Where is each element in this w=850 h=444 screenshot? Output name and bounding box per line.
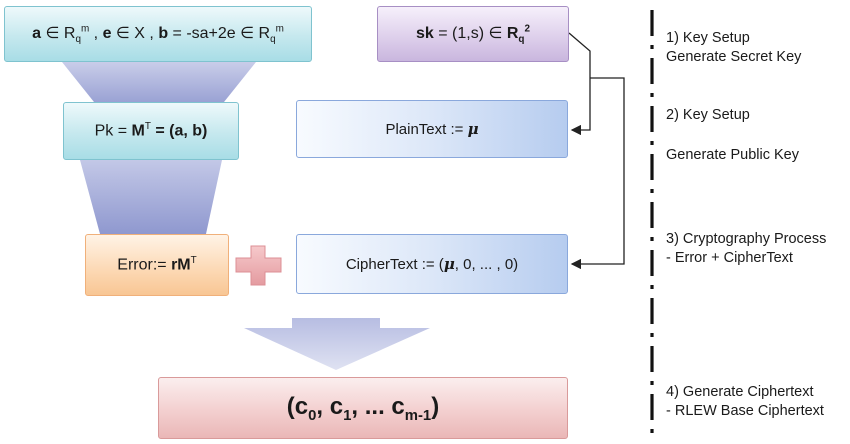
out-sub-m: m-1 <box>404 407 432 424</box>
out-dots: , ... c <box>351 392 405 420</box>
b-formula: = -sa+2e ∈ R <box>168 24 271 42</box>
sep: , <box>89 24 103 42</box>
out-close: ) <box>431 392 440 420</box>
in-rq: ∈ R <box>41 24 76 42</box>
step-3-title: 3) Cryptography Process <box>666 231 827 247</box>
secret-key-box: sk = (1,s) ∈ Rq2 <box>377 6 569 62</box>
var-a: a <box>32 24 42 42</box>
error-label: Error:= <box>117 256 172 274</box>
step-3-desc: - Error + CipherText <box>666 250 793 266</box>
transpose-t: T <box>144 121 151 133</box>
step-4-desc: - RLEW Base Ciphertext <box>666 403 824 419</box>
step-4-title: 4) Generate Ciphertext <box>666 384 814 400</box>
cipher-mu-symbol: μ <box>443 255 455 273</box>
sup-m2: m <box>275 23 284 35</box>
sup-m: m <box>80 23 90 35</box>
in-x: ∈ X , <box>111 24 159 42</box>
ring-q: q <box>518 34 525 46</box>
error-box: Error:= rMT <box>85 234 229 296</box>
funnel-connector-top <box>62 62 256 102</box>
out-open: (c <box>286 392 309 420</box>
var-e: e <box>102 24 112 42</box>
sub-q: q <box>75 34 81 46</box>
step-1-title: 1) Key Setup <box>666 30 750 46</box>
error-rm: rM <box>171 256 191 274</box>
out-sub-0: 0 <box>308 407 317 424</box>
plus-sign-icon <box>235 245 282 286</box>
out-c1: , c <box>316 392 344 420</box>
ring-r: R <box>506 24 519 42</box>
plaintext-box: PlainText := μ <box>296 100 568 158</box>
step-1-label: 1) Key Setup Generate Secret Key <box>666 29 801 67</box>
step-1-desc: Generate Secret Key <box>666 49 802 65</box>
sub-q2: q <box>270 34 276 46</box>
key-generation-box: a ∈ Rqm , e ∈ X , b = -sa+2e ∈ Rqm <box>4 6 312 62</box>
out-sub-1: 1 <box>343 407 352 424</box>
pk-pair: = (a, b) <box>150 122 208 140</box>
step-4-label: 4) Generate Ciphertext - RLEW Base Ciphe… <box>666 383 824 421</box>
arrow-sk-to-ciphertext <box>570 77 625 270</box>
error-transpose-t: T <box>190 255 197 267</box>
arrow-sk-to-plaintext <box>568 32 591 136</box>
mu-symbol: μ <box>467 120 479 138</box>
ring-2: 2 <box>524 23 530 35</box>
funnel-connector-middle <box>80 160 222 234</box>
ciphertext-output-box: (c0, c1, ... cm-1) <box>158 377 568 439</box>
sk-label: sk <box>416 24 434 42</box>
step-3-label: 3) Cryptography Process - Error + Cipher… <box>666 230 826 268</box>
matrix-m: M <box>131 122 145 140</box>
ciphertext-label: CipherText := ( <box>345 256 444 273</box>
down-arrow-icon <box>244 318 430 370</box>
sk-eq: = (1,s) ∈ <box>433 24 507 42</box>
ciphertext-rest: , 0, ... , 0) <box>454 256 519 273</box>
step-2-title: 2) Key Setup <box>666 107 750 123</box>
var-b: b <box>158 24 169 42</box>
pk-label: Pk = <box>94 122 132 140</box>
public-key-box: Pk = MT = (a, b) <box>63 102 239 160</box>
ciphertext-box: CipherText := (μ, 0, ... , 0) <box>296 234 568 294</box>
plaintext-label: PlainText := <box>385 121 468 138</box>
step-2-desc: Generate Public Key <box>666 147 799 163</box>
